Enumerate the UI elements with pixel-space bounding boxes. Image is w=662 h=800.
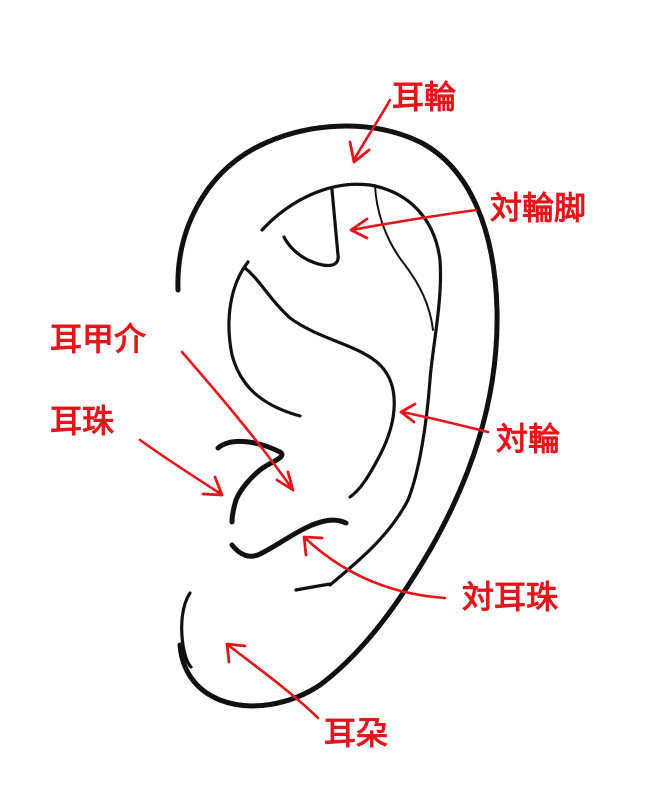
- label-lobule: 耳朶: [324, 714, 388, 752]
- arrow-antihelix-head: [399, 402, 417, 424]
- arrow-helix-head: [348, 140, 371, 164]
- labels: 耳輪 対輪脚 耳甲介 耳珠 対輪 対耳珠 耳朶: [50, 78, 586, 752]
- arrow-tragus-head: [201, 475, 224, 497]
- inner-helix: [260, 182, 443, 587]
- label-tragus: 耳珠: [50, 402, 115, 440]
- antihelix-outer: [227, 260, 302, 418]
- concha-lower: [294, 582, 332, 592]
- arrow-concha: [180, 350, 295, 492]
- antihelix-line: [243, 266, 396, 499]
- arrow-crus-antihelix-head: [349, 217, 369, 240]
- arrow-concha-head: [275, 470, 295, 492]
- arrow-tragus: [138, 438, 223, 496]
- label-antitragus: 対耳珠: [462, 578, 559, 616]
- inner-helix-thin: [374, 184, 434, 331]
- arrow-antihelix: [400, 410, 490, 434]
- tragus-outline: [215, 438, 285, 525]
- arrow-antitragus: [303, 536, 447, 600]
- lobule-outline: [180, 591, 193, 669]
- label-crus-of-antihelix: 対輪脚: [490, 189, 586, 227]
- arrow-crus-antihelix: [350, 208, 478, 232]
- crus-hook: [282, 188, 340, 267]
- arrow-antitragus-head: [302, 535, 324, 557]
- label-concha: 耳甲介: [50, 320, 147, 358]
- ear-drawing: [175, 123, 500, 709]
- arrow-lobule: [226, 643, 320, 720]
- antitragus-outline: [229, 517, 349, 559]
- helix-outline: [175, 123, 500, 709]
- label-helix: 耳輪: [392, 78, 456, 116]
- label-antihelix: 対輪: [496, 420, 560, 458]
- arrows: [138, 98, 490, 720]
- arrow-lobule-head: [225, 642, 247, 664]
- arrow-helix: [352, 98, 392, 162]
